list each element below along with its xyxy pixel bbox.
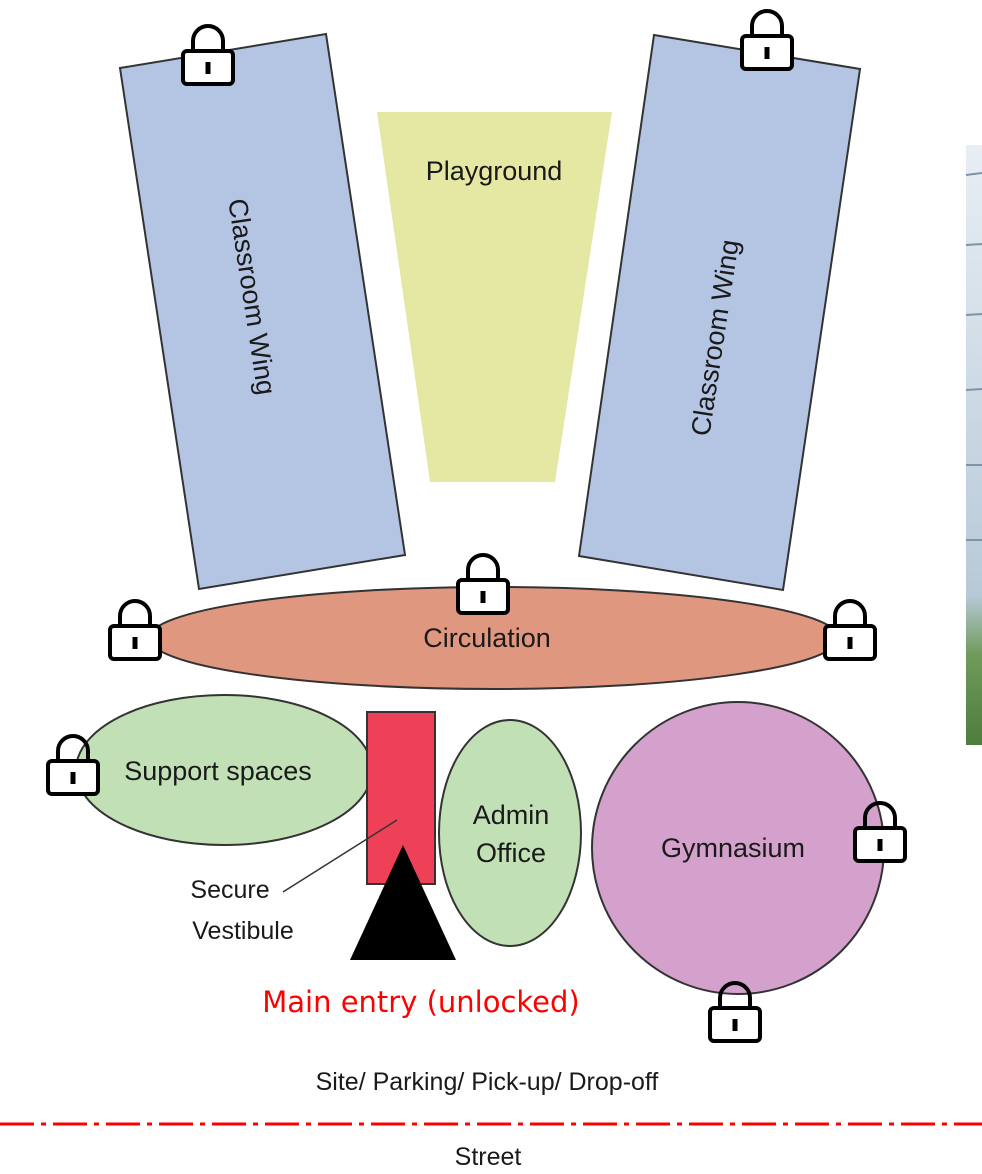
street-label: Street <box>455 1143 522 1171</box>
vestibule-leader-line <box>282 819 398 893</box>
lock-icon <box>181 24 235 86</box>
admin-office-label-line2: Office <box>476 838 546 868</box>
admin-office-area <box>438 719 582 947</box>
lock-icon <box>456 553 510 615</box>
lock-icon <box>823 599 877 661</box>
main-entry-text: Main entry (unlocked) <box>262 985 580 1019</box>
playground-label: Playground <box>426 156 563 186</box>
playground-area <box>377 112 612 482</box>
vestibule-label-line1: Secure <box>190 876 269 904</box>
classroom-wing-left <box>118 32 407 591</box>
background-photo-fragment <box>965 145 982 745</box>
circulation-label: Circulation <box>423 623 551 653</box>
admin-office-label-line1: Admin <box>473 800 550 830</box>
vestibule-label-line2: Vestibule <box>192 917 293 945</box>
lock-icon <box>108 599 162 661</box>
lock-icon <box>740 9 794 71</box>
support-spaces-label: Support spaces <box>124 756 312 786</box>
entry-arrow-icon <box>350 845 456 960</box>
site-label: Site/ Parking/ Pick-up/ Drop-off <box>316 1068 659 1096</box>
gymnasium-label: Gymnasium <box>661 833 805 863</box>
